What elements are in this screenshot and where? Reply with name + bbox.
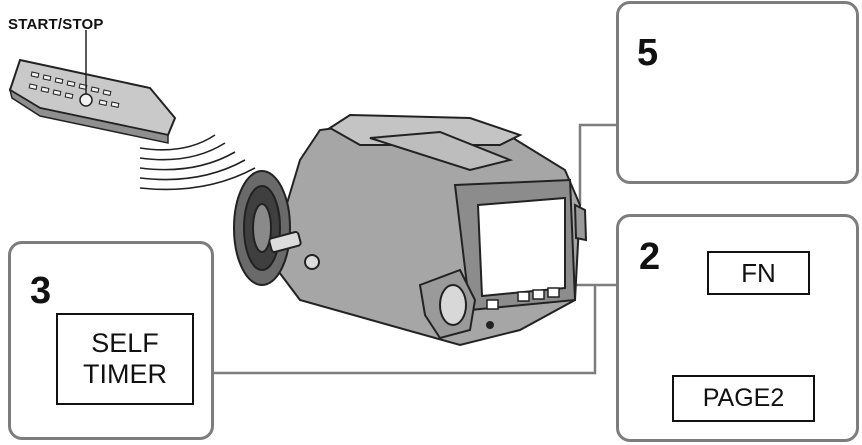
page2-button[interactable]: PAGE2 (672, 375, 815, 422)
connector-to-step5 (578, 123, 618, 205)
camcorder (233, 113, 588, 347)
step3-number: 3 (30, 270, 52, 312)
start-stop-label: START/STOP (8, 16, 104, 33)
self-timer-label-line1: SELF (91, 327, 159, 358)
step3-panel: 3 SELF TIMER (8, 241, 214, 440)
connector-to-step3 (212, 285, 597, 375)
step2-panel: 2 FN PAGE2 (616, 214, 859, 442)
fn-button[interactable]: FN (707, 251, 810, 295)
step5-number: 5 (637, 32, 659, 74)
start-stop-button-icon (79, 93, 93, 107)
step5-panel: 5 (616, 1, 859, 184)
step2-number: 2 (639, 236, 661, 278)
lcd-screen-icon (476, 196, 566, 298)
self-timer-button[interactable]: SELF TIMER (56, 313, 194, 405)
remote-commander (8, 30, 177, 144)
infrared-signal-waves (139, 134, 256, 191)
self-timer-label-line2: TIMER (83, 359, 167, 389)
